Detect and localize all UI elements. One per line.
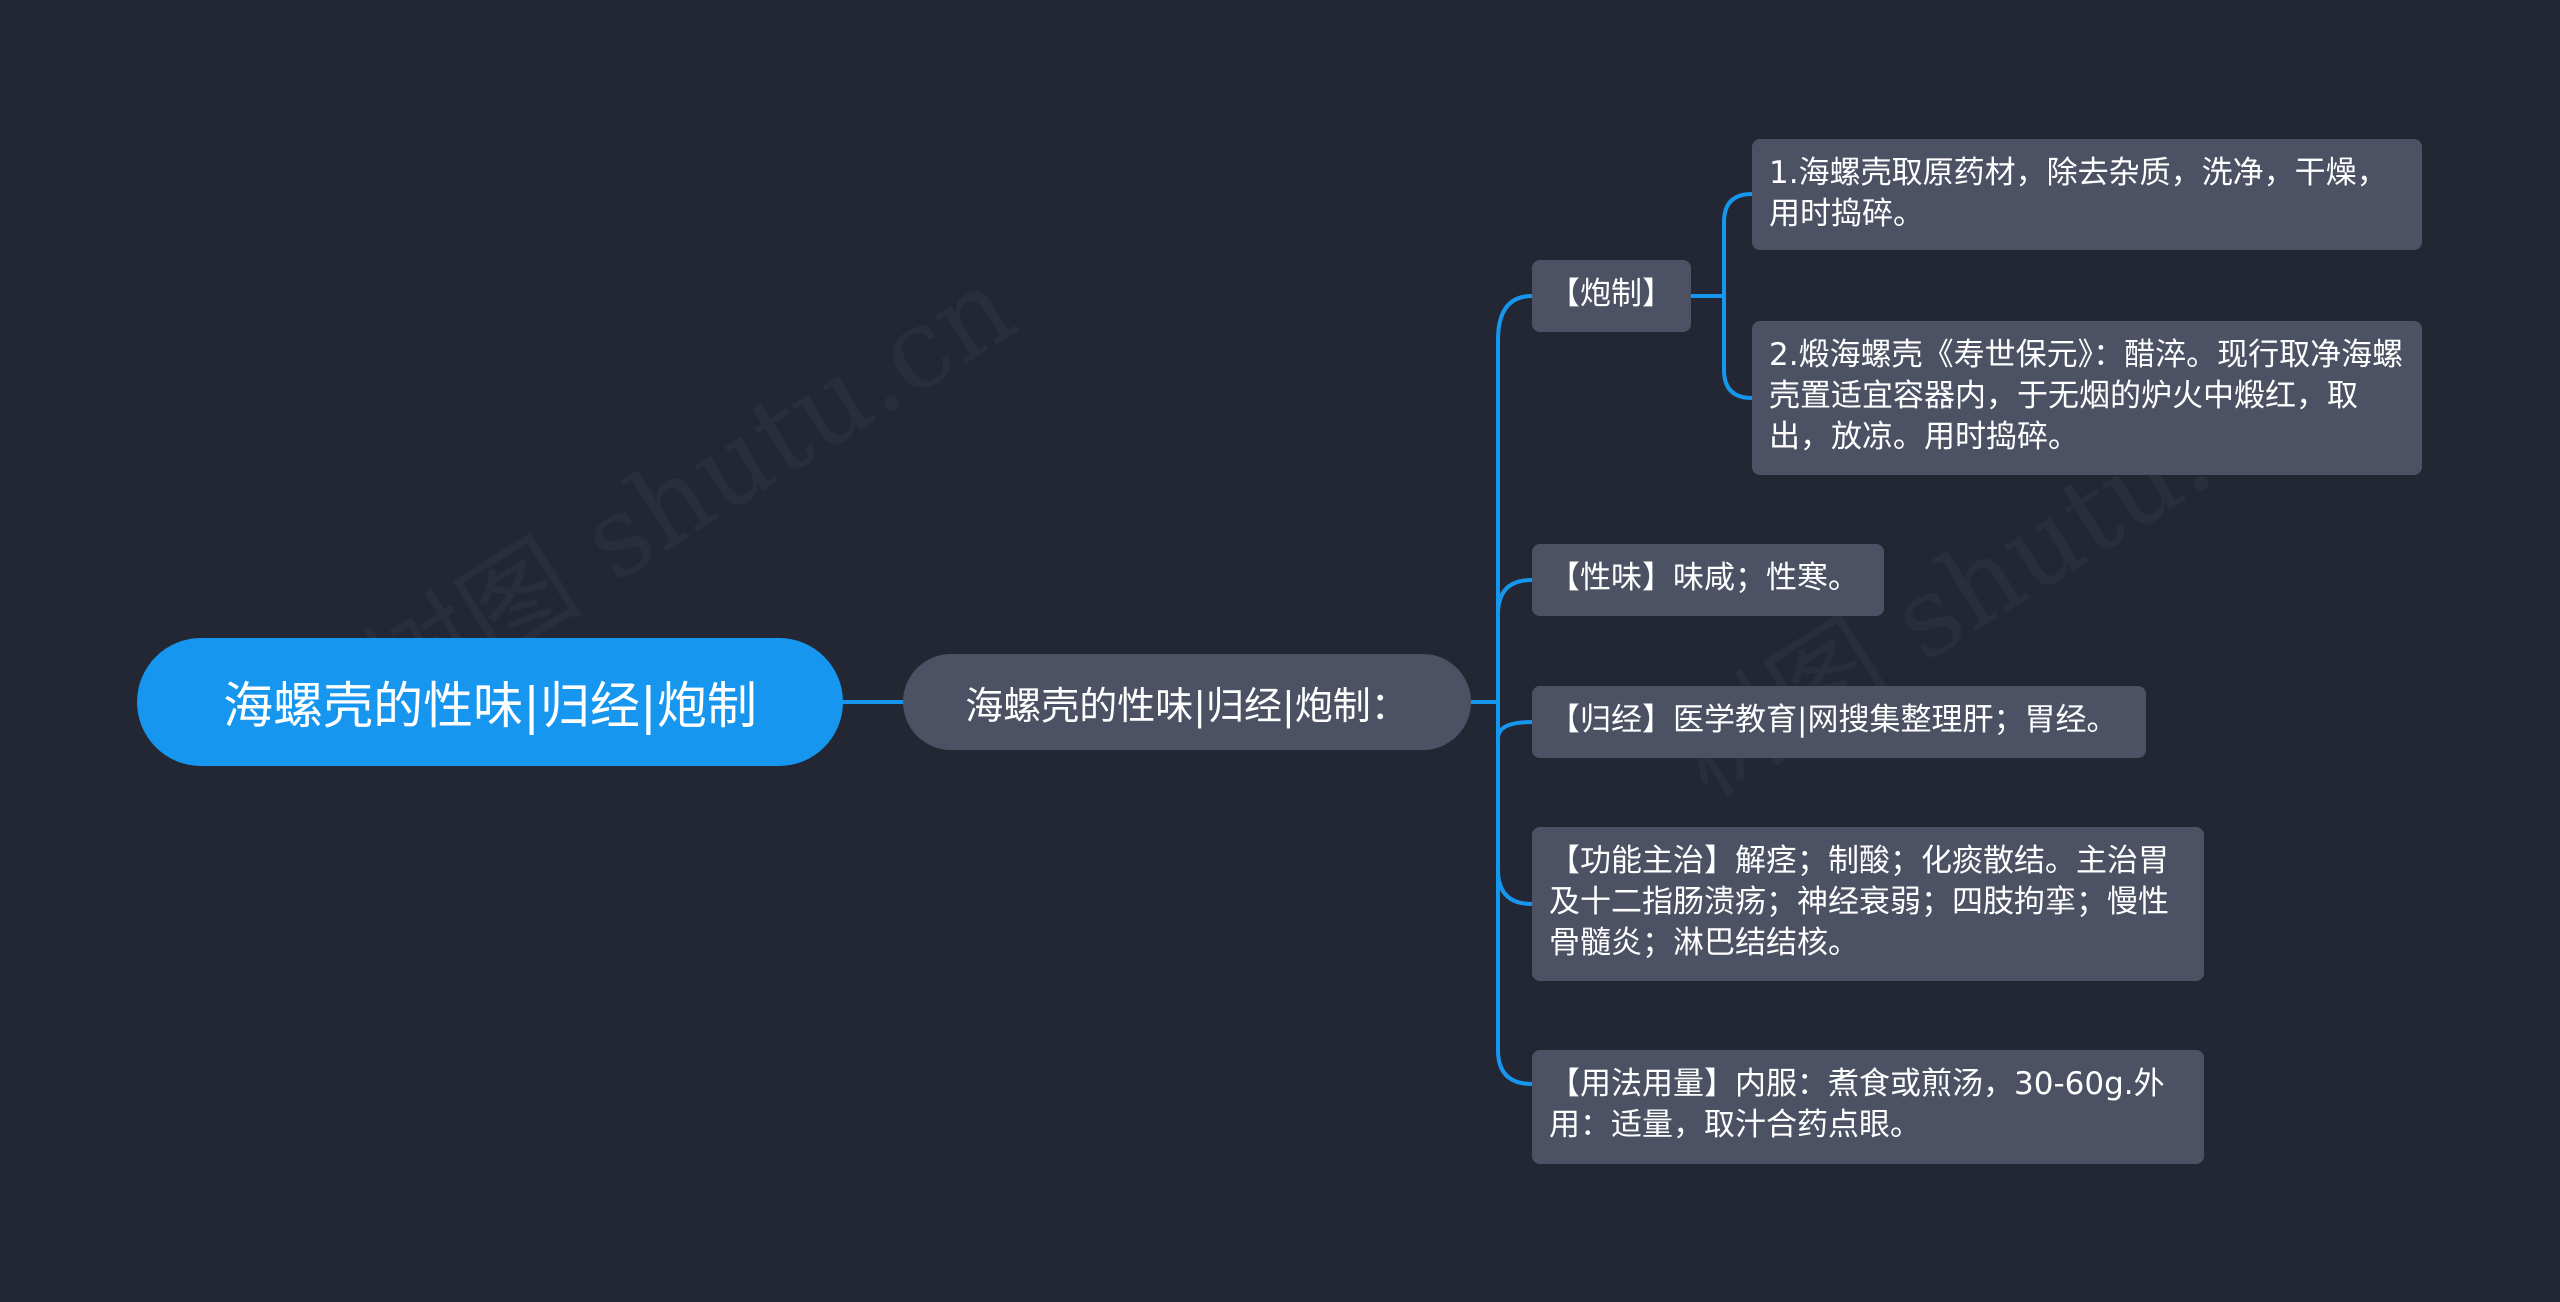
- connector-paozhi-child-2: [1722, 294, 1754, 400]
- paozhi-child-1-label: 1.海螺壳取原药材，除去杂质，洗净，干燥，用时捣碎。: [1769, 155, 2388, 232]
- topic-gongneng[interactable]: 【功能主治】解痉；制酸；化痰散结。主治胃及十二指肠溃疡；神经衰弱；四肢拘挛；慢性…: [1532, 827, 2204, 981]
- topic-paozhi-label: 【炮制】: [1549, 276, 1673, 312]
- connector-to-paozhi: [1496, 294, 1534, 704]
- topic-guijing[interactable]: 【归经】医学教育|网搜集整理肝；胃经。: [1532, 686, 2146, 758]
- paozhi-child-2-label: 2.煅海螺壳《寿世保元》：醋淬。现行取净海螺壳置适宜容器内，于无烟的炉火中煅红，…: [1769, 337, 2404, 455]
- topic-paozhi[interactable]: 【炮制】: [1532, 260, 1691, 332]
- topic-xingwei[interactable]: 【性味】味咸；性寒。: [1532, 544, 1884, 616]
- topic-xingwei-label: 【性味】味咸；性寒。: [1549, 560, 1859, 596]
- topic-guijing-label: 【归经】医学教育|网搜集整理肝；胃经。: [1549, 702, 2118, 738]
- branch-node[interactable]: 海螺壳的性味|归经|炮制：: [903, 654, 1471, 750]
- topic-yongfa[interactable]: 【用法用量】内服：煮食或煎汤，30-60g.外用：适量，取汁合药点眼。: [1532, 1050, 2204, 1164]
- root-node[interactable]: 海螺壳的性味|归经|炮制: [137, 638, 843, 766]
- connector-to-gongneng: [1496, 700, 1534, 906]
- connector-to-guijing: [1496, 700, 1534, 739]
- topic-yongfa-label: 【用法用量】内服：煮食或煎汤，30-60g.外用：适量，取汁合药点眼。: [1549, 1066, 2165, 1143]
- paozhi-child-1[interactable]: 1.海螺壳取原药材，除去杂质，洗净，干燥，用时捣碎。: [1752, 139, 2422, 250]
- connector-to-xingwei: [1496, 578, 1534, 704]
- connector-paozhi-child-1: [1722, 192, 1754, 298]
- topic-gongneng-label: 【功能主治】解痉；制酸；化痰散结。主治胃及十二指肠溃疡；神经衰弱；四肢拘挛；慢性…: [1549, 843, 2169, 961]
- connector-to-yongfa: [1496, 700, 1534, 1086]
- paozhi-child-2[interactable]: 2.煅海螺壳《寿世保元》：醋淬。现行取净海螺壳置适宜容器内，于无烟的炉火中煅红，…: [1752, 321, 2422, 475]
